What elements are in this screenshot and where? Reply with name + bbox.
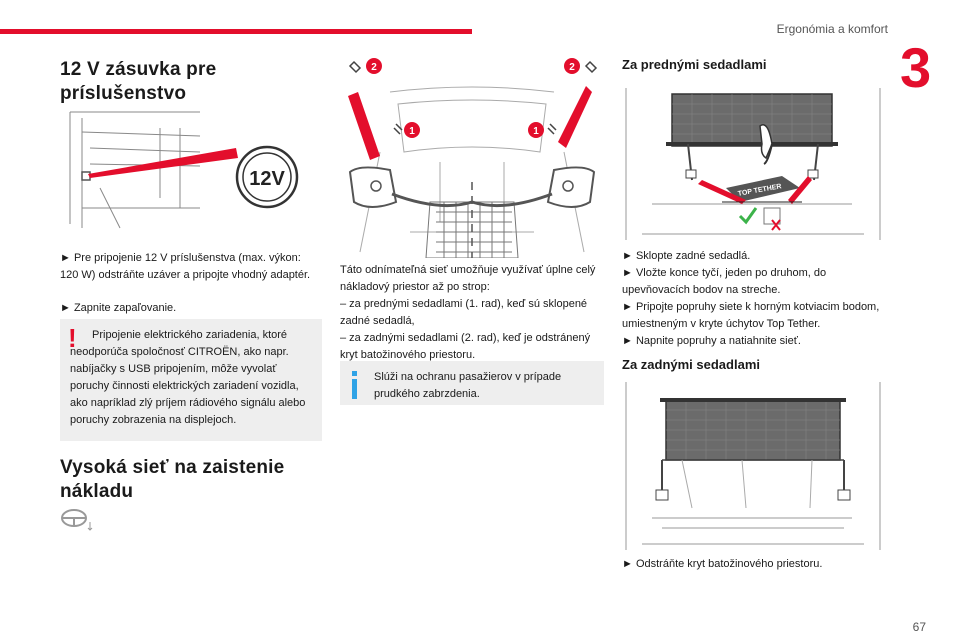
socket-label: 12V <box>249 168 285 190</box>
section-title: Ergonómia a komfort <box>776 22 888 36</box>
front-step-4: ► Napnite popruhy a natiahnite sieť. <box>622 335 801 347</box>
net-description-3: – za zadnými sedadlami (2. rad), keď je … <box>340 332 591 361</box>
steering-wheel-icon <box>60 504 94 534</box>
net-description-1: Táto odnímateľná sieť umožňuje využívať … <box>340 264 596 293</box>
socket-step-2: ► Zapnite zapaľovanie. <box>60 302 177 314</box>
front-seats-heading: Za prednými sedadlami <box>622 57 767 72</box>
chapter-number: 3 <box>900 36 932 99</box>
front-step-2: ► Vložte konce tyčí, jeden po druhom, do… <box>622 267 827 296</box>
net-callout-1-left: 1 <box>409 126 415 137</box>
socket-warning-text: Pripojenie elektrického zariadenia, ktor… <box>70 329 306 426</box>
rear-seats-illustration <box>622 378 884 554</box>
socket-heading-line2: príslušenstvo <box>60 83 187 104</box>
socket-step-1: ► Pre pripojenie 12 V príslušenstva (max… <box>60 252 311 281</box>
socket-heading: 12 V zásuvka pre príslušenstvo <box>60 58 322 106</box>
socket-heading-line1: 12 V zásuvka pre <box>60 59 217 80</box>
rear-step-1: ► Odstráňte kryt batožinového priestoru. <box>622 558 823 570</box>
net-callout-2-right: 2 <box>569 62 575 73</box>
net-heading-line1: Vysoká sieť na zaistenie <box>60 457 285 478</box>
net-heading: Vysoká sieť na zaistenie nákladu <box>60 456 322 504</box>
net-callout-2-left: 2 <box>371 62 377 73</box>
net-info-box: Slúži na ochranu pasažierov v prípade pr… <box>340 361 604 405</box>
net-mounting-illustration: 2 2 1 1 <box>340 52 604 258</box>
net-description-2: – za prednými sedadlami (1. rad), keď sú… <box>340 298 588 327</box>
info-icon <box>350 371 360 399</box>
front-seats-illustration: TOP TETHER <box>622 84 884 244</box>
net-info-text: Slúži na ochranu pasažierov v prípade pr… <box>374 371 562 400</box>
accent-bar <box>0 29 472 34</box>
net-heading-line2: nákladu <box>60 481 134 502</box>
socket-warning-box: ! Pripojenie elektrického zariadenia, kt… <box>60 319 322 441</box>
warning-icon: ! <box>68 323 77 353</box>
front-step-1: ► Sklopte zadné sedadlá. <box>622 250 751 262</box>
socket-illustration: 12V <box>60 108 322 232</box>
net-callout-1-right: 1 <box>533 126 539 137</box>
page-number: 67 <box>912 620 926 634</box>
rear-seats-heading: Za zadnými sedadlami <box>622 357 760 372</box>
front-step-3: ► Pripojte popruhy siete k horným kotvia… <box>622 301 880 330</box>
